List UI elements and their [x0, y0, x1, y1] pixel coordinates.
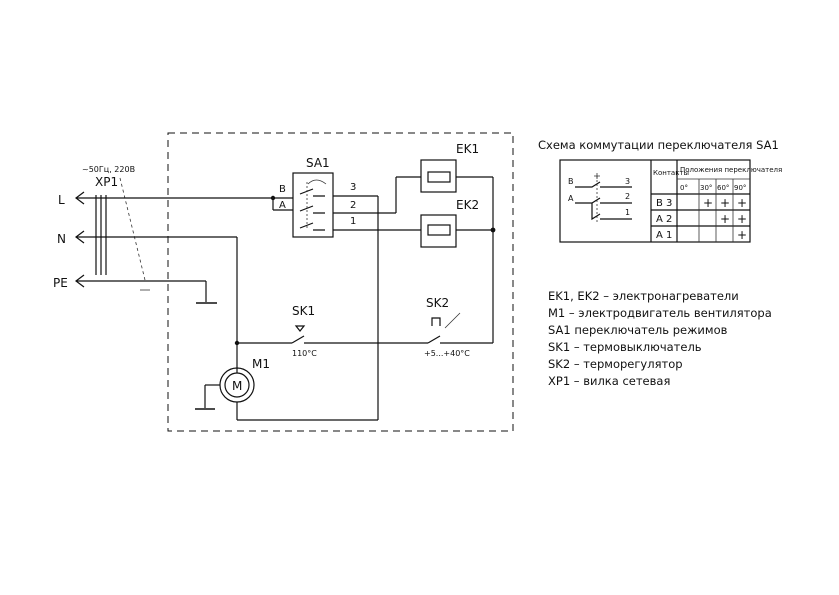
- heater-ek2: EK2: [420, 198, 479, 248]
- mini-label-1: 1: [625, 208, 630, 217]
- mini-contact-1: [591, 203, 632, 221]
- sa1-label-b: B: [279, 184, 286, 195]
- row-contact-0: B 3: [656, 198, 672, 209]
- m1-inner: [224, 372, 250, 398]
- sa1-contact-2: [299, 205, 325, 214]
- sk1-rating: 110°С: [292, 349, 317, 358]
- sk2-contact: [427, 335, 441, 344]
- mark-1-3: +: [737, 212, 747, 226]
- table-title: Схема коммутации переключателя SA1: [538, 138, 779, 152]
- node-b: [270, 195, 276, 201]
- header-contacts: Контакты: [653, 169, 689, 177]
- sa1-label-a: A: [279, 200, 286, 211]
- legend: EK1, EK2 – электронагреватели M1 – элект…: [548, 289, 772, 388]
- m1-symbol: M: [232, 379, 242, 393]
- terminal-pe: PE: [53, 276, 68, 290]
- mark-2-3: +: [737, 228, 747, 242]
- node-ek: [490, 227, 496, 233]
- terminal-l: L: [58, 193, 65, 207]
- header-position: Положения переключателя: [680, 166, 782, 174]
- wires: [76, 176, 496, 421]
- switch-sa1: SA1 B A 3 2 1: [279, 156, 356, 238]
- sa1-label-2: 2: [350, 200, 356, 211]
- ek1-body: [420, 159, 457, 193]
- sa1-body: [292, 172, 334, 238]
- mini-contact-2: [575, 197, 632, 204]
- table-frame: [559, 159, 751, 243]
- sk2-adjust-arrow: [444, 312, 461, 329]
- angle-30: 30°: [700, 184, 712, 192]
- thermal-cutout-sk1: SK1 110°С: [291, 304, 317, 358]
- sk2-thermal-mark: [431, 317, 441, 326]
- ek2-designation: EK2: [456, 198, 479, 212]
- motor-m1: M1 M: [195, 357, 270, 410]
- heater-ek1: EK1: [420, 142, 479, 193]
- sa1-label-1: 1: [350, 216, 356, 227]
- mini-label-2: 2: [625, 192, 630, 201]
- legend-item-0: EK1, EK2 – электронагреватели: [548, 289, 739, 303]
- commutation-table: Схема коммутации переключателя SA1 Конта…: [538, 138, 782, 243]
- angle-60: 60°: [717, 184, 729, 192]
- cord-leader: [119, 177, 146, 281]
- enclosure-boundary: [167, 132, 514, 432]
- row-contact-2: A 1: [656, 230, 672, 241]
- mini-label-a: A: [568, 194, 574, 203]
- mini-label-3: 3: [625, 177, 630, 186]
- row-contact-1: A 2: [656, 214, 672, 225]
- m1-designation: M1: [252, 357, 270, 371]
- mini-switch-schematic: B A 3 2 1: [568, 173, 632, 222]
- mini-rotary-mark: [594, 173, 600, 179]
- angle-90: 90°: [734, 184, 746, 192]
- legend-item-4: SK2 – терморегулятор: [548, 357, 683, 371]
- ek1-element: [427, 171, 451, 183]
- sa1-contact-1: [299, 222, 325, 231]
- thermostat-sk2: SK2 +5...+40°С: [424, 296, 470, 358]
- sa1-rotary-arc: [307, 179, 327, 185]
- sk1-thermal-mark: [294, 325, 306, 332]
- mark-0-1: +: [703, 196, 713, 210]
- ek2-body: [420, 214, 457, 248]
- sa1-label-3: 3: [350, 182, 356, 193]
- sk1-designation: SK1: [292, 304, 315, 318]
- mark-1-2: +: [720, 212, 730, 226]
- plug-designation: XP1: [95, 175, 118, 189]
- sa1-designation: SA1: [306, 156, 330, 170]
- legend-item-3: SK1 – термовыключатель: [548, 340, 702, 354]
- plug-rating: ~50Гц, 220В: [82, 165, 135, 174]
- legend-item-1: M1 – электродвигатель вентилятора: [548, 306, 772, 320]
- ek2-element: [427, 224, 451, 236]
- sa1-contact-3: [299, 188, 325, 197]
- sk2-range: +5...+40°С: [424, 349, 470, 358]
- mini-label-b: B: [568, 177, 574, 186]
- legend-item-2: SA1 переключатель режимов: [548, 323, 728, 337]
- mini-contact-3: [575, 181, 632, 188]
- angle-0: 0°: [680, 184, 688, 192]
- terminal-n: N: [57, 232, 66, 246]
- sk2-designation: SK2: [426, 296, 449, 310]
- mark-0-3: +: [737, 196, 747, 210]
- ek1-designation: EK1: [456, 142, 479, 156]
- plug-xp1: ~50Гц, 220В XP1 L N PE: [53, 165, 150, 291]
- sk1-contact: [291, 335, 305, 344]
- mark-0-2: +: [720, 196, 730, 210]
- legend-item-5: XP1 – вилка сетевая: [548, 374, 670, 388]
